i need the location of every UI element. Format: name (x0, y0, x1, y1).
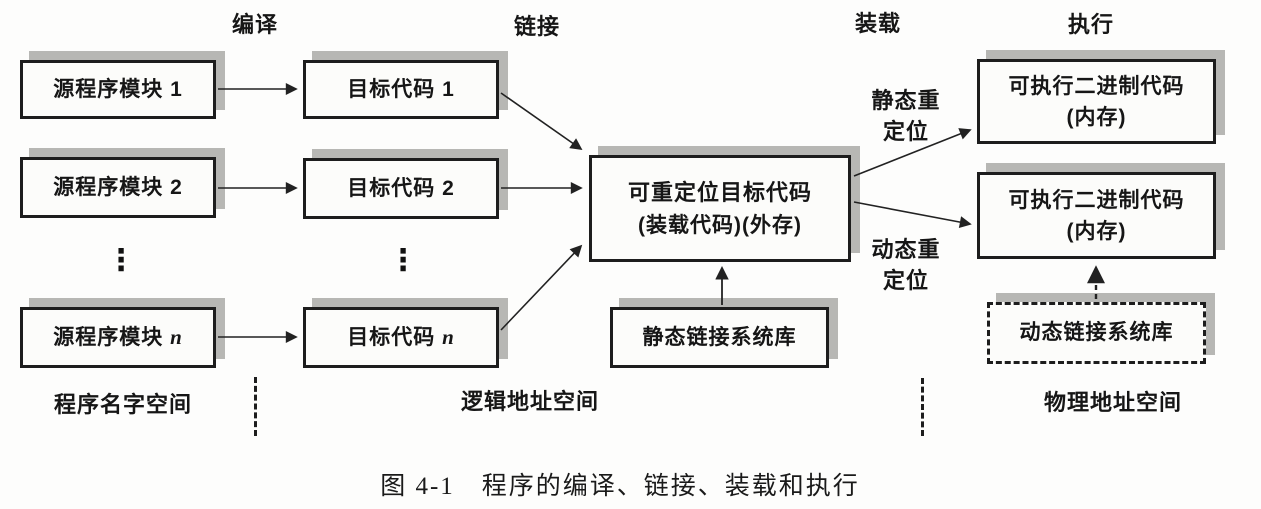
box-relocatable-line1: 可重定位目标代码 (627, 179, 812, 205)
arrow-link-n (500, 244, 583, 331)
box-source-module-n-label: 源程序模块 n (53, 322, 183, 353)
stage-label-load: 装载 (854, 11, 901, 36)
box-object-code-n-label: 目标代码 n (347, 322, 455, 353)
box-source-module-2: 源程序模块 2 (20, 157, 216, 218)
object-column-ellipsis: ⋮ (388, 244, 418, 277)
box-dynamic-link-library: 动态链接系统库 (987, 302, 1206, 364)
box-object-code-1-label: 目标代码 1 (347, 77, 455, 101)
box-static-link-library-label: 静态链接系统库 (642, 325, 797, 349)
box-executable-1-line2: (内存) (1066, 105, 1127, 129)
label-dynamic-relocation-line1: 动态重 (871, 237, 941, 262)
box-source-module-n-prefix: 源程序模块 (53, 326, 171, 349)
box-object-code-2-label: 目标代码 2 (347, 176, 455, 200)
box-static-link-library: 静态链接系统库 (610, 307, 829, 368)
box-object-code-n-prefix: 目标代码 (347, 326, 443, 349)
box-dynamic-link-library-label: 动态链接系统库 (1019, 321, 1174, 344)
label-program-name-space: 程序名字空间 (53, 392, 192, 417)
figure-caption: 图 4-1 程序的编译、链接、装载和执行 (380, 473, 860, 500)
stage-label-compile: 编译 (231, 12, 278, 37)
box-executable-1-line1: 可执行二进制代码 (1008, 74, 1185, 98)
box-object-code-n-var: n (442, 325, 455, 349)
box-relocatable-object-code: 可重定位目标代码 (装载代码)(外存) (589, 155, 851, 262)
box-object-code-n: 目标代码 n (303, 307, 499, 368)
box-executable-binary-1: 可执行二进制代码 (内存) (977, 59, 1216, 144)
label-dynamic-relocation: 动态重 定位 (856, 234, 956, 296)
label-logical-address-space: 逻辑地址空间 (460, 389, 599, 414)
box-source-module-n: 源程序模块 n (20, 307, 216, 368)
box-source-module-1-label: 源程序模块 1 (53, 77, 183, 101)
label-static-relocation-line2: 定位 (882, 119, 929, 144)
box-relocatable-line2: (装载代码)(外存) (638, 213, 802, 237)
box-source-module-2-label: 源程序模块 2 (53, 175, 183, 199)
box-object-code-1: 目标代码 1 (303, 60, 499, 119)
label-dynamic-relocation-line2: 定位 (882, 268, 929, 293)
divider-name-logical (254, 377, 257, 436)
box-executable-2-line1: 可执行二进制代码 (1008, 188, 1185, 212)
label-static-relocation-line1: 静态重 (871, 88, 941, 113)
arrow-link-1 (500, 92, 583, 151)
stage-label-link: 链接 (513, 14, 560, 39)
divider-logical-physical (921, 378, 924, 436)
box-executable-binary-2: 可执行二进制代码 (内存) (977, 172, 1216, 259)
label-static-relocation: 静态重 定位 (856, 85, 956, 147)
arrow-dynamic-relocation (853, 201, 972, 228)
box-source-module-1: 源程序模块 1 (20, 60, 216, 119)
box-object-code-2: 目标代码 2 (303, 158, 499, 219)
box-executable-2-line2: (内存) (1066, 219, 1127, 243)
source-column-ellipsis: ⋮ (106, 244, 136, 277)
label-physical-address-space: 物理地址空间 (1043, 390, 1182, 415)
stage-label-execute: 执行 (1067, 12, 1114, 37)
box-source-module-n-var: n (170, 325, 183, 349)
